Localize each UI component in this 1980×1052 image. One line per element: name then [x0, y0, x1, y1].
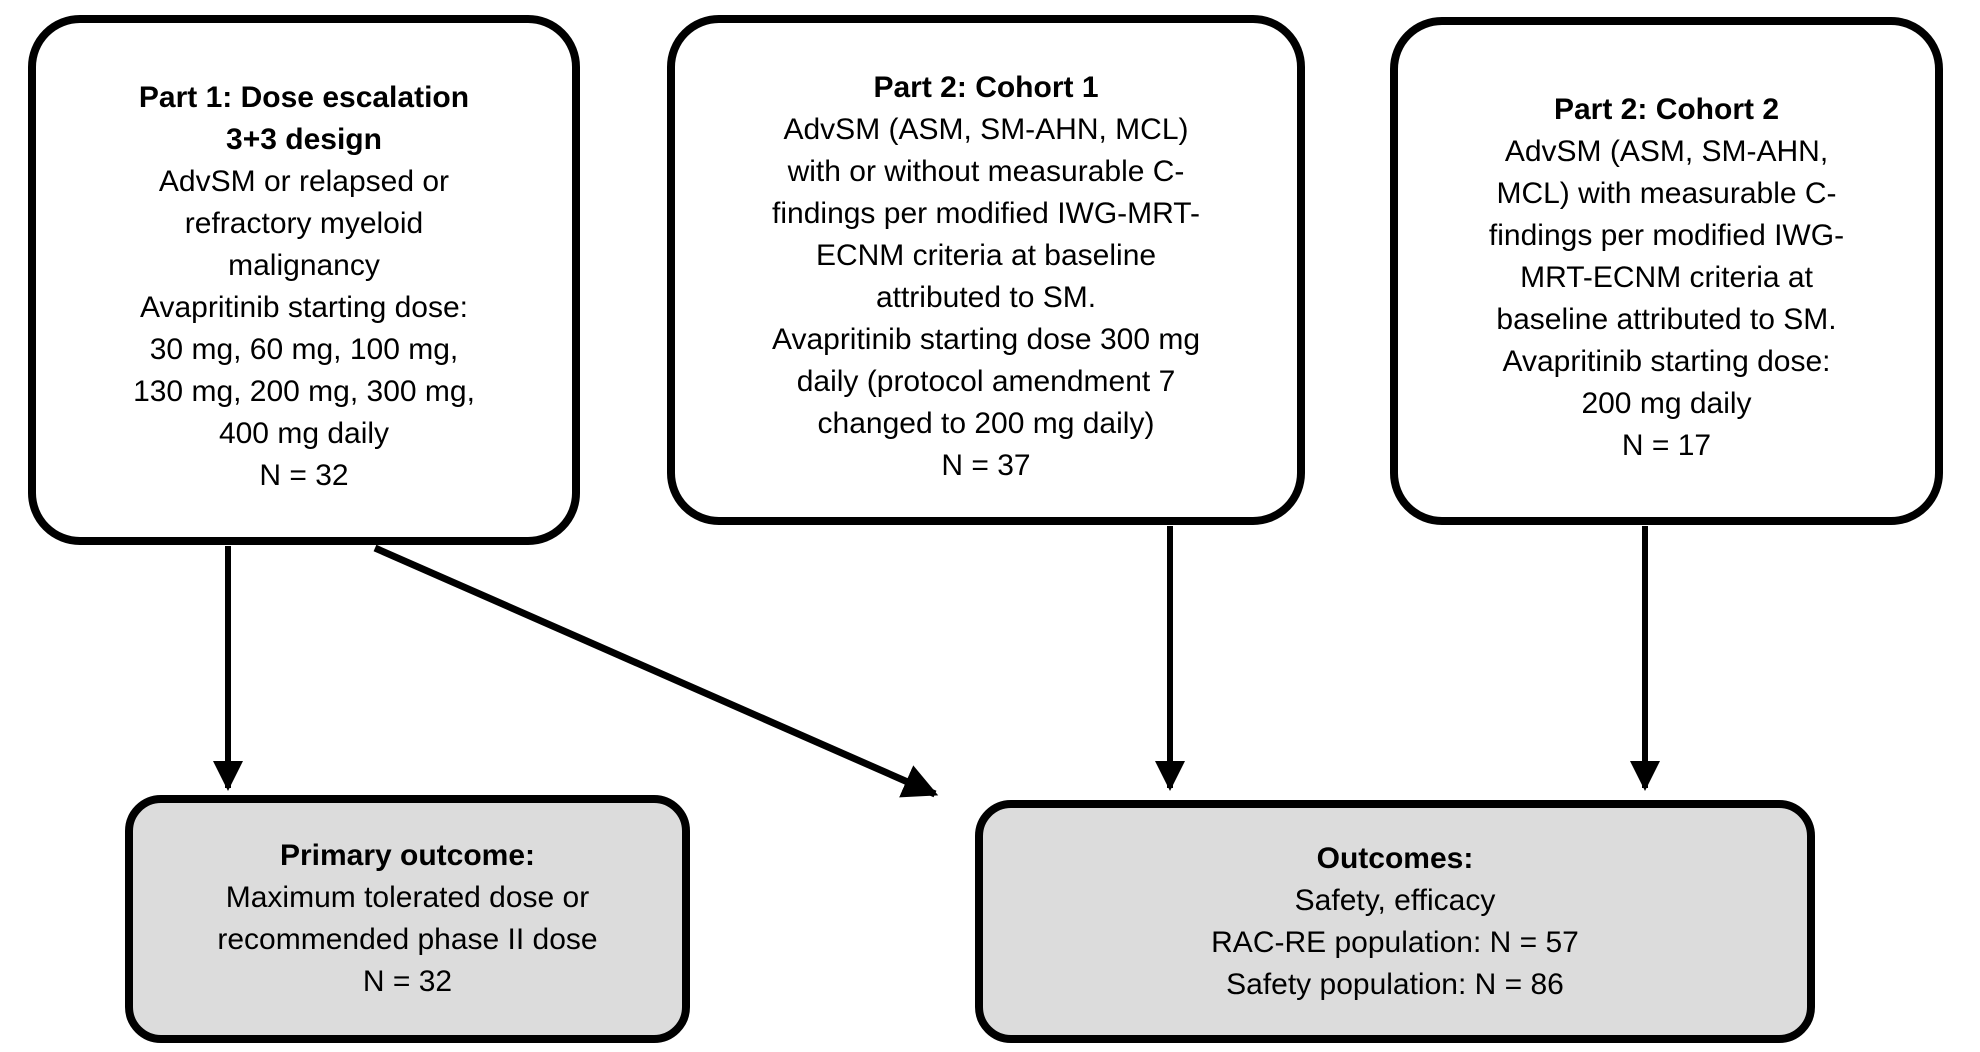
text-line: malignancy — [228, 249, 380, 282]
text-line: Safety population: N = 86 — [1226, 967, 1564, 1001]
text-line: Part 2: Cohort 2 — [1553, 93, 1780, 126]
text-line: Avapritinib starting dose: — [140, 291, 468, 324]
text-line: attributed to SM. — [875, 281, 1097, 314]
text-line: N = 17 — [1621, 429, 1712, 462]
text-line: 30 mg, 60 mg, 100 mg, — [149, 333, 459, 366]
text-line: daily (protocol amendment 7 — [796, 365, 1176, 398]
text-line: 130 mg, 200 mg, 300 mg, — [133, 375, 475, 408]
text-line: 400 mg daily — [218, 417, 390, 450]
text-line: MCL) with measurable C- — [1496, 177, 1837, 210]
text-line: 3+3 design — [226, 123, 382, 156]
primary-outcome-box: Primary outcome: Maximum tolerated dose o… — [125, 795, 690, 1043]
part2-cohort2-box: Part 2: Cohort 2 AdvSM (ASM, SM-AHN, MCL) … — [1390, 17, 1943, 525]
text-line: Maximum tolerated dose or — [225, 881, 590, 914]
text-line: findings per modified IWG- — [1488, 219, 1845, 252]
text-line: Safety, efficacy — [1294, 883, 1496, 917]
text-line: AdvSM (ASM, SM-AHN, — [1504, 135, 1829, 168]
text-line: ECNM criteria at baseline — [815, 239, 1157, 272]
text-line: Primary outcome: — [279, 839, 536, 872]
text-line: findings per modified IWG-MRT- — [772, 197, 1200, 230]
text-line: refractory myeloid — [184, 207, 424, 240]
text-line: Outcomes: — [1316, 841, 1474, 875]
text-line: baseline attributed to SM. — [1496, 303, 1837, 336]
part2-cohort1-box: Part 2: Cohort 1 AdvSM (ASM, SM-AHN, MCL)… — [667, 15, 1305, 525]
text-line: N = 37 — [941, 449, 1031, 482]
text-line: Part 1: Dose escalation — [138, 81, 470, 114]
arrow-part1-to-outcomes — [373, 544, 939, 798]
text-line: N = 32 — [259, 459, 349, 492]
text-line: changed to 200 mg daily) — [817, 407, 1155, 440]
text-line: Avapritinib starting dose: — [1502, 345, 1831, 378]
text-line: RAC-RE population: N = 57 — [1211, 925, 1579, 959]
text-line: AdvSM (ASM, SM-AHN, MCL) — [783, 113, 1189, 146]
text-line: N = 32 — [362, 965, 453, 998]
text-line: AdvSM or relapsed or — [158, 165, 450, 198]
text-line: with or without measurable C- — [787, 155, 1185, 188]
text-line: Avapritinib starting dose 300 mg — [771, 323, 1201, 356]
text-line: 200 mg daily — [1581, 387, 1752, 420]
text-line: Part 2: Cohort 1 — [873, 71, 1099, 104]
text-line: recommended phase II dose — [217, 923, 598, 956]
text-line: MRT-ECNM criteria at — [1520, 261, 1813, 294]
